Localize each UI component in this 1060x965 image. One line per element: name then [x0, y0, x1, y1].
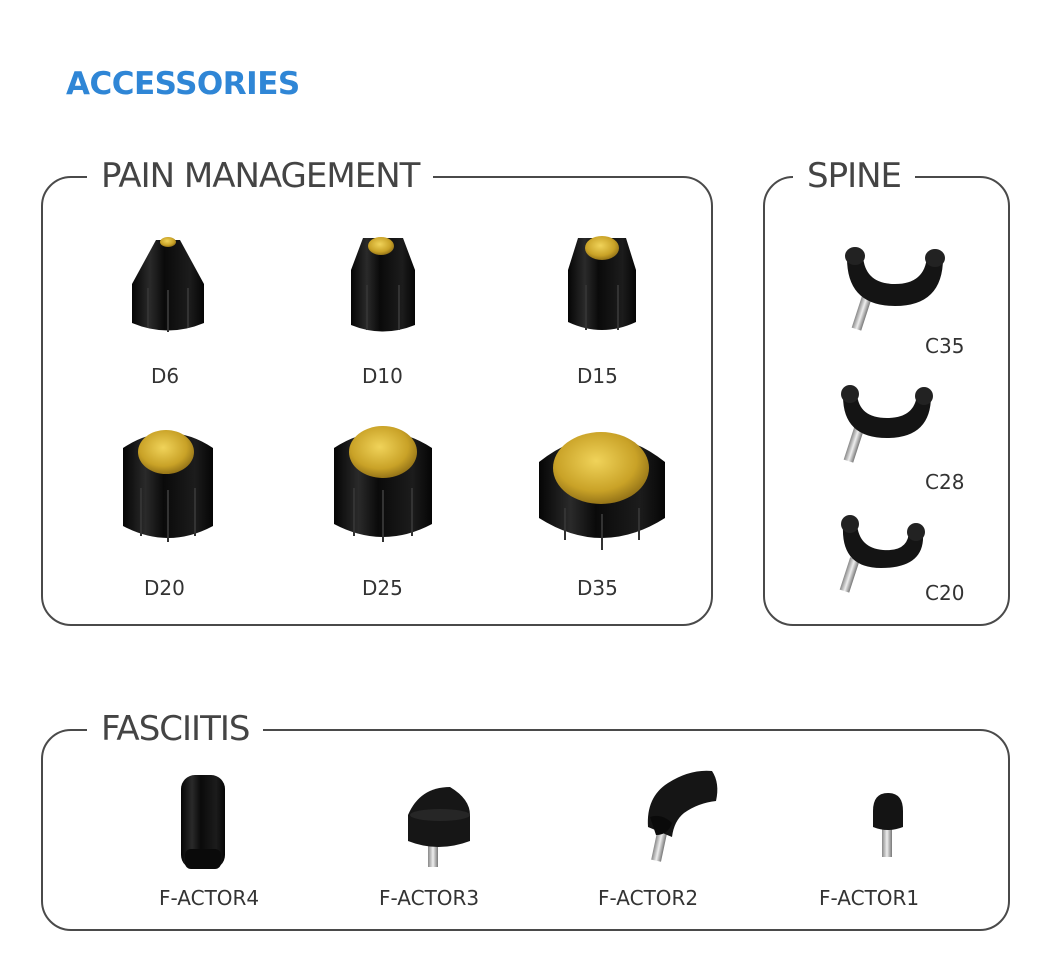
tip-f-actor3-image	[408, 787, 470, 867]
tip-d25-image	[334, 426, 432, 542]
tip-f-actor1-label: F-ACTOR1	[819, 886, 920, 910]
tip-c28-image	[841, 385, 933, 463]
tip-d10-label: D10	[362, 364, 403, 388]
tip-f-actor2-label: F-ACTOR2	[598, 886, 699, 910]
tip-f-actor2[interactable]	[618, 761, 728, 866]
tip-d6-label: D6	[151, 364, 180, 388]
tip-f-actor3-label: F-ACTOR3	[379, 886, 480, 910]
tip-f-actor4-image	[181, 775, 225, 869]
tip-d20-image	[123, 430, 213, 542]
tip-f-actor1[interactable]	[843, 789, 933, 859]
tip-d6[interactable]	[83, 228, 253, 338]
tip-d10-image	[351, 237, 415, 332]
fasciitis-group: FASCIITIS F-ACTOR4 F-ACTOR3 F-ACTOR2 F-A…	[41, 707, 1010, 931]
tip-f-actor3[interactable]	[383, 781, 493, 871]
page-title: ACCESSORIES	[66, 66, 300, 102]
tip-f-actor4-label: F-ACTOR4	[159, 886, 260, 910]
tip-c35-image	[845, 247, 945, 331]
spine-group: SPINE C35 C28 C20	[763, 154, 1010, 626]
tip-d20[interactable]	[83, 418, 253, 548]
tip-d35-label: D35	[577, 576, 618, 600]
tip-d15-label: D15	[577, 364, 618, 388]
tip-d20-label: D20	[144, 576, 185, 600]
tip-c20-label: C20	[925, 581, 965, 605]
pain-management-group: PAIN MANAGEMENT D6 D10 D15 D	[41, 154, 713, 626]
tip-c35[interactable]	[835, 236, 955, 336]
tip-d10[interactable]	[298, 230, 468, 340]
tip-d25-label: D25	[362, 576, 403, 600]
tip-c35-label: C35	[925, 334, 965, 358]
tip-f-actor4[interactable]	[153, 771, 253, 871]
tip-d15[interactable]	[517, 230, 687, 340]
tip-d25[interactable]	[298, 418, 468, 548]
tip-d35[interactable]	[517, 418, 687, 554]
tip-f-actor2-image	[647, 770, 718, 862]
fasciitis-title: FASCIITIS	[87, 707, 264, 751]
tip-c28-label: C28	[925, 470, 965, 494]
tip-d6-image	[132, 237, 204, 332]
tip-d35-image	[539, 432, 665, 550]
tip-c20[interactable]	[835, 508, 935, 594]
tip-d15-image	[568, 236, 636, 330]
pain-management-title: PAIN MANAGEMENT	[87, 154, 434, 198]
tip-c28[interactable]	[835, 374, 945, 466]
tip-f-actor1-image	[873, 793, 903, 857]
tip-c20-image	[839, 515, 925, 593]
spine-title: SPINE	[793, 154, 916, 198]
